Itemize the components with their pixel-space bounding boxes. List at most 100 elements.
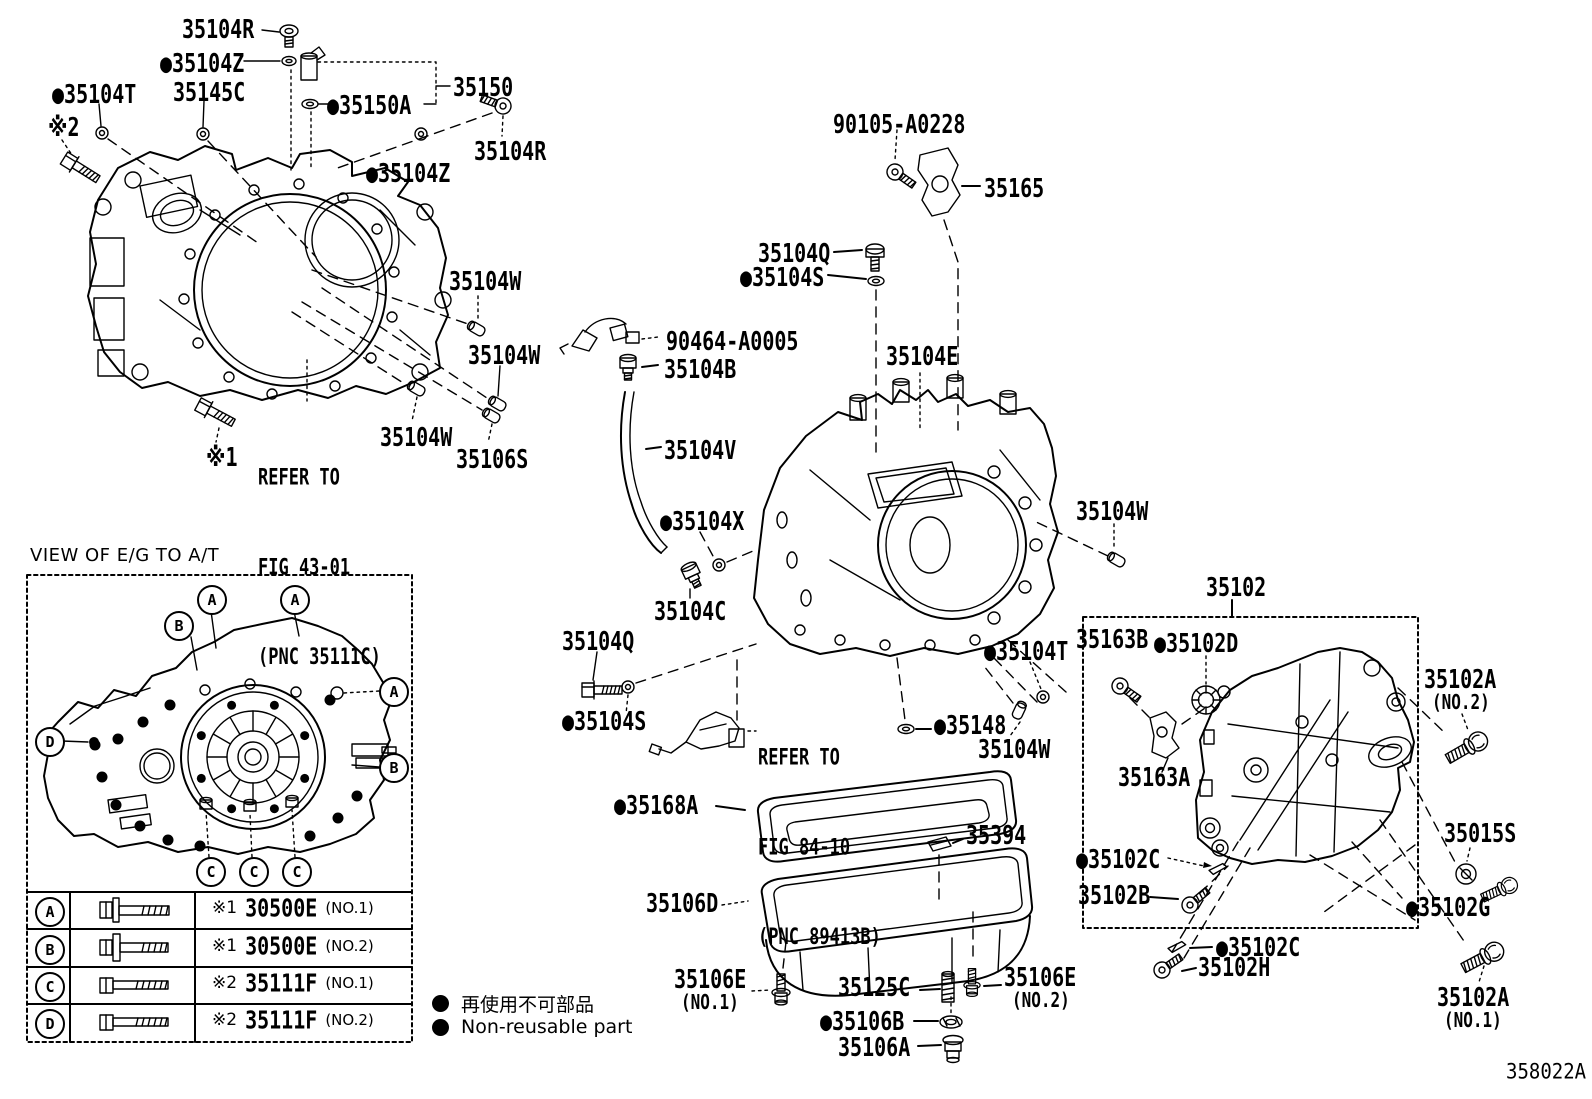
table-position: (NO.1) — [325, 899, 374, 917]
part-label-35102h: 35102H — [1198, 951, 1271, 983]
bolt-icon — [581, 680, 623, 700]
part-label-35163a: 35163A — [1118, 761, 1191, 793]
legend-jp-text: 再使用不可部品 — [461, 994, 595, 1016]
eg-details — [69, 678, 399, 830]
part-label-35106b: ●35106B — [820, 1005, 905, 1037]
part-sub-35106e-no2: (NO.2) — [1012, 987, 1070, 1013]
part-label-35104z-mid: ●35104Z — [366, 157, 451, 189]
refer-note-line: REFER TO — [758, 745, 840, 772]
eg-view-box — [26, 574, 413, 1043]
part-label-35102b: 35102B — [1078, 879, 1151, 911]
table-part-number: 35111F — [245, 1004, 318, 1035]
part-label-35102: 35102 — [1206, 571, 1267, 603]
transmission-case-art — [753, 373, 1059, 657]
part-label-35106d: 35106D — [646, 887, 719, 919]
view-marker-b: B — [379, 753, 409, 783]
flange-bolt-icon — [1442, 727, 1492, 768]
part-sub-no2: (NO.2) — [1432, 689, 1490, 715]
washer-icon — [897, 723, 915, 735]
part-label-35102a-no2: 35102A — [1424, 663, 1497, 695]
table-key-d: D — [35, 1009, 65, 1039]
magnet-plate-icon — [927, 836, 952, 852]
table-note: ※1 — [212, 936, 238, 956]
case-sub-assy-box — [1082, 599, 1467, 959]
housing-hardware-icons — [58, 24, 514, 444]
washer-icon — [1455, 863, 1477, 885]
non-reusable-marker-icon — [432, 995, 449, 1012]
part-label-35104w-a: 35104W — [449, 265, 522, 297]
part-label-35394: 35394 — [966, 819, 1027, 851]
part-label-35104z-top: ●35104Z — [160, 47, 245, 79]
solenoid-icon — [300, 46, 326, 81]
part-label-90464-a0005: 90464-A0005 — [666, 325, 799, 357]
oring-icon — [95, 126, 109, 140]
refer-note-line: FIG 43-01 — [258, 554, 351, 581]
view-marker-b: B — [164, 611, 194, 641]
table-position: (NO.1) — [325, 974, 374, 992]
part-sub-no1: (NO.1) — [1444, 1007, 1502, 1033]
table-part-number: 35111F — [245, 967, 318, 998]
part-label-35106a: 35106A — [838, 1031, 911, 1063]
screw-icon — [1108, 674, 1145, 707]
view-marker-a: A — [197, 585, 227, 615]
bolt-icon — [58, 149, 104, 188]
screw-icon — [883, 160, 920, 193]
union-icon — [679, 559, 706, 591]
oring-icon — [1036, 690, 1050, 704]
refer-note-line: REFER TO — [258, 465, 340, 492]
part-label-35104w-c: 35104W — [380, 421, 453, 453]
view-title: VIEW OF E/G TO A/T — [30, 545, 220, 566]
table-bolt-icons — [99, 897, 170, 1031]
hose-icon — [619, 391, 662, 554]
part-sub-35106e-no1: (NO.1) — [681, 989, 739, 1015]
screw-icon — [1150, 949, 1187, 982]
clutch-art — [180, 684, 326, 830]
bolt-icon — [193, 395, 239, 432]
part-label-35104e: 35104E — [886, 340, 959, 372]
marker-label-star1: ※1 — [206, 441, 238, 473]
plug-bolt-icon — [865, 243, 885, 272]
gasket-washer-icon — [867, 275, 885, 287]
table-part-number: 30500E — [245, 892, 318, 923]
table-row: ※2 35111F (NO.1) — [212, 967, 374, 998]
dowel-pin-icon — [1105, 549, 1128, 570]
part-label-35104b: 35104B — [664, 353, 737, 385]
pan-gasket-art — [715, 770, 1018, 863]
refer-note-fig43-01: REFER TO FIG 43-01 (PNC 35111C) — [258, 404, 381, 703]
part-label-35104c: 35104C — [654, 595, 727, 627]
drain-washer-icon — [939, 1015, 963, 1029]
legend-en-text: Non-reusable part — [461, 1016, 633, 1038]
rear-cover-art — [1195, 647, 1415, 865]
part-label-35104r-right: 35104R — [474, 135, 547, 167]
part-label-35102d: ●35102D — [1154, 627, 1239, 659]
part-label-35102c-in: ●35102C — [1076, 843, 1161, 875]
part-label-35150: 35150 — [453, 71, 514, 103]
non-reusable-marker-icon — [432, 1018, 449, 1036]
part-label-35104x: ●35104X — [660, 505, 745, 537]
seal-washer-icon — [281, 55, 297, 67]
speed-sensor-icon — [1149, 711, 1180, 759]
part-label-35148: ●35148 — [934, 709, 1007, 741]
oring-icon — [196, 127, 210, 141]
table-position: (NO.2) — [325, 1011, 374, 1029]
table-row: ※1 30500E (NO.1) — [212, 892, 374, 923]
part-label-35104q-top: 35104Q — [758, 237, 831, 269]
cover-fasteners — [1150, 713, 1521, 983]
part-label-35104s-low: ●35104S — [562, 705, 647, 737]
screw-icon — [279, 24, 299, 48]
table-key-b: B — [35, 935, 65, 965]
table-key-c: C — [35, 972, 65, 1002]
marker-label-star2: ※2 — [48, 111, 80, 143]
part-label-35102a-no1: 35102A — [1437, 981, 1510, 1013]
part-label-35168a: ●35168A — [614, 789, 699, 821]
table-row: ※1 30500E (NO.2) — [212, 930, 374, 961]
part-label-35104t-right: ●35104T — [984, 635, 1069, 667]
breather-bracket-icon — [917, 147, 961, 217]
transaxle-housing-art — [87, 145, 452, 401]
refer-note-fig84-10: REFER TO FIG 84-10 (PNC 89413B) — [758, 684, 881, 983]
table-part-number: 30500E — [245, 930, 318, 961]
refer-note-line: (PNC 89413B) — [758, 924, 881, 951]
oring-icon — [712, 558, 726, 572]
